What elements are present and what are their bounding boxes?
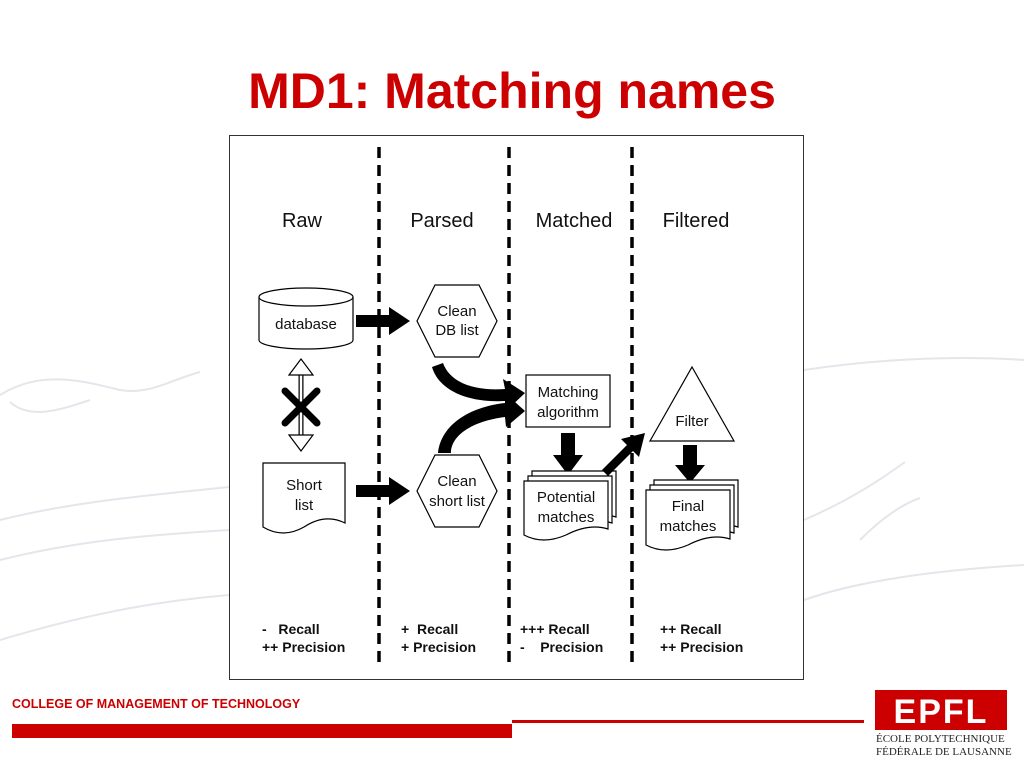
school-name-line-1: ÉCOLE POLYTECHNIQUE (876, 733, 1005, 745)
metric-matched-precision: - Precision (520, 639, 603, 655)
metric-parsed-precision: + Precision (401, 639, 476, 655)
metric-matched-recall: +++ Recall (520, 621, 590, 637)
potential-label-2: matches (538, 509, 595, 526)
process-diagram: Raw Parsed Matched Filtered database Sho… (258, 147, 743, 667)
final-label-2: matches (660, 518, 717, 535)
cross-icon (281, 387, 321, 427)
final-matches-node: Final matches (645, 479, 739, 551)
school-name: ÉCOLE POLYTECHNIQUE FÉDÉRALE DE LAUSANNE (876, 733, 1016, 759)
footer-college-name: COLLEGE OF MANAGEMENT OF TECHNOLOGY (12, 697, 301, 711)
database-node: database (258, 287, 354, 350)
arrow-filter-to-final (675, 445, 705, 483)
clean-db-label-1: Clean (437, 303, 476, 320)
filter-node: Filter (648, 365, 736, 442)
epfl-logo-text: EPFL (894, 693, 989, 730)
matching-label-2: algorithm (537, 404, 599, 421)
arrow-database-to-clean-db (356, 307, 410, 335)
matching-label-1: Matching (538, 384, 599, 401)
metric-parsed-recall: + Recall (401, 621, 458, 637)
clean-db-list-node: Clean DB list (416, 284, 498, 358)
metric-raw-recall: - Recall (262, 621, 320, 637)
column-header-matched: Matched (536, 210, 613, 232)
short-list-node: Short list (262, 462, 346, 534)
database-label: database (275, 316, 337, 333)
clean-db-label-2: DB list (435, 322, 479, 339)
school-name-line-2: FÉDÉRALE DE LAUSANNE (876, 746, 1012, 758)
short-list-label-1: Short (286, 477, 323, 494)
curved-arrow-clean-short-to-matching (438, 393, 525, 453)
curved-arrow-clean-db-to-matching (432, 363, 525, 411)
short-list-label-2: list (295, 497, 314, 514)
matching-algorithm-node: Matching algorithm (525, 374, 611, 428)
footer-red-bar (12, 724, 512, 738)
arrow-potential-to-filter (602, 433, 645, 476)
column-header-filtered: Filtered (663, 210, 730, 232)
epfl-logo: EPFL (875, 690, 1007, 730)
filter-label: Filter (675, 413, 708, 430)
column-header-raw: Raw (282, 210, 323, 232)
metric-raw-precision: ++ Precision (262, 639, 345, 655)
clean-short-list-node: Clean short list (416, 454, 498, 528)
arrow-short-list-to-clean-short (356, 477, 410, 505)
clean-short-label-2: short list (429, 493, 486, 510)
potential-matches-node: Potential matches (523, 470, 617, 541)
no-link-double-arrow (281, 358, 321, 452)
arrow-matching-to-potential (553, 433, 583, 475)
metric-filtered-recall: ++ Recall (660, 621, 722, 637)
column-header-parsed: Parsed (410, 210, 473, 232)
final-label-1: Final (672, 498, 705, 515)
metric-filtered-precision: ++ Precision (660, 639, 743, 655)
footer-red-line (512, 720, 864, 723)
slide-title: MD1: Matching names (248, 63, 776, 119)
potential-label-1: Potential (537, 489, 595, 506)
clean-short-label-1: Clean (437, 473, 476, 490)
